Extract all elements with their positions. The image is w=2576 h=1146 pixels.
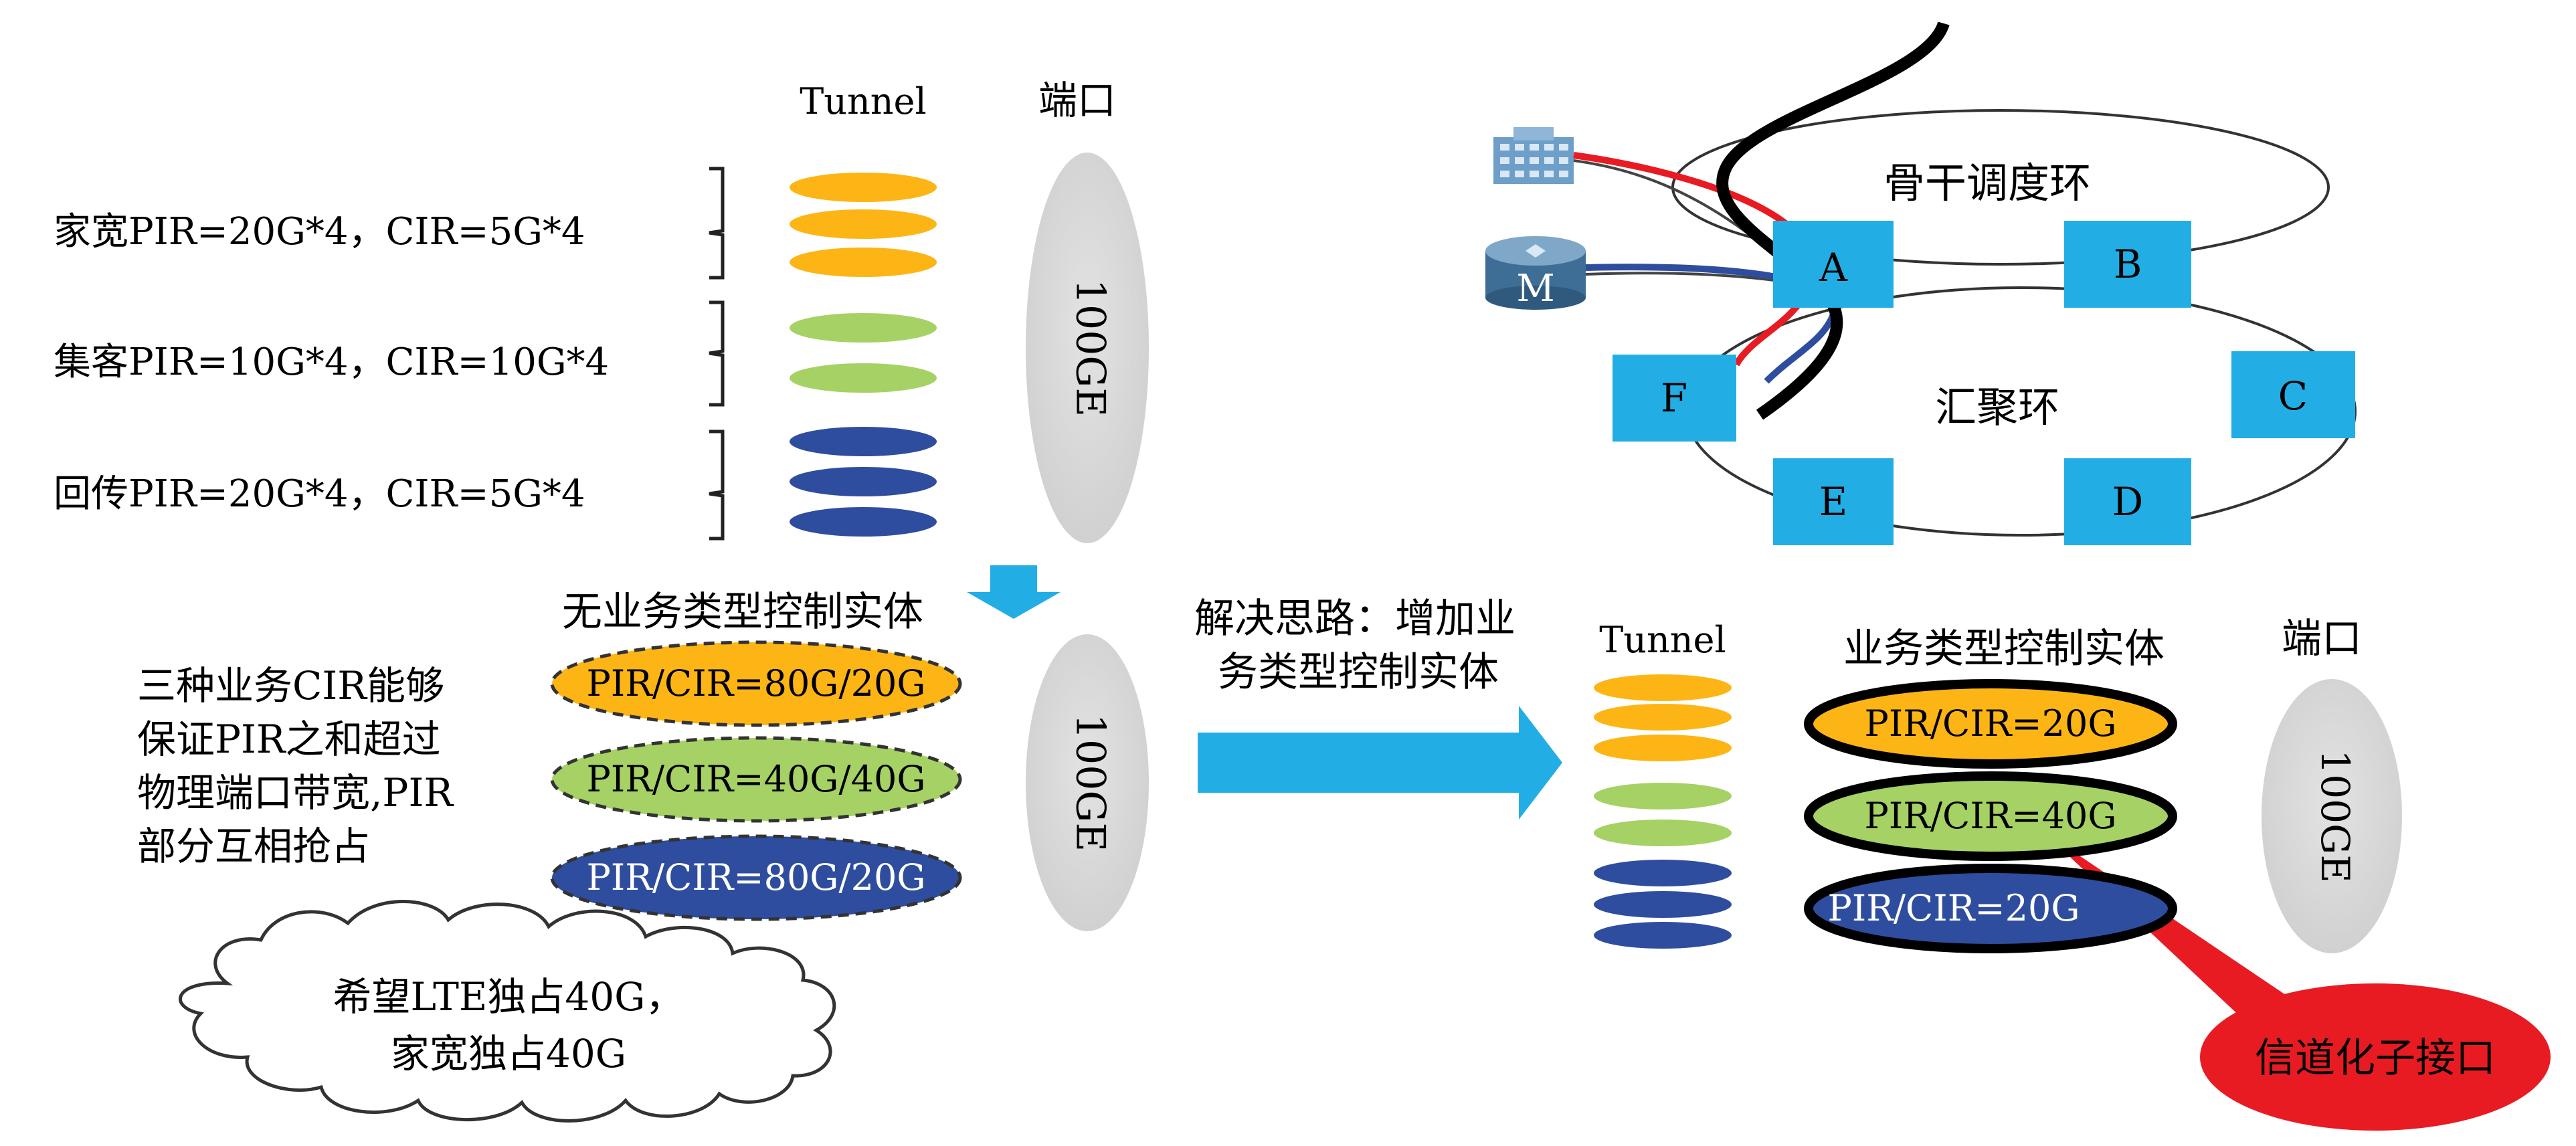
node-c-label: C	[2278, 373, 2308, 419]
node-f-label: F	[1661, 375, 1687, 421]
node-a-label: A	[1819, 245, 1848, 290]
tunnel-green-1	[790, 313, 937, 343]
right-tunnel-green-1	[1594, 783, 1732, 809]
node-c	[2231, 351, 2355, 438]
node-d	[2064, 458, 2191, 545]
port-100ge-right-label: 100GE	[2312, 749, 2358, 882]
node-d-label: D	[2112, 479, 2144, 524]
port-100ge-top	[1026, 153, 1149, 543]
left-port-header: 端口	[1038, 78, 1116, 123]
entity-green-solid-label: PIR/CIR=40G	[1865, 795, 2117, 837]
brace-home	[709, 167, 725, 280]
node-a	[1773, 221, 1894, 308]
tunnel-blue-2	[790, 467, 937, 496]
entity-orange-dashed-label: PIR/CIR=80G/20G	[587, 662, 926, 704]
solution-line-2: 务类型控制实体	[1218, 649, 1499, 696]
port-100ge-top-label: 100GE	[1067, 279, 1113, 417]
entity-blue-solid	[1804, 864, 2177, 953]
right-tunnel-blue-1	[1594, 860, 1732, 886]
node-b	[2064, 221, 2191, 308]
entity-orange-solid	[1804, 679, 2177, 769]
port-100ge-bottom-label: 100GE	[1067, 714, 1113, 852]
solution-line-1: 解决思路：增加业	[1194, 595, 1515, 642]
tunnel-blue-1	[790, 427, 937, 456]
tunnel-orange-3	[790, 248, 937, 277]
server-icon-letter: M	[1516, 267, 1554, 310]
problem-line-4: 部分互相抢占	[137, 824, 370, 869]
tunnel-orange-2	[790, 209, 937, 239]
left-tunnel-header: Tunnel	[800, 80, 927, 122]
right-entity-title: 业务类型控制实体	[1843, 626, 2165, 672]
problem-line-1: 三种业务CIR能够	[137, 663, 444, 708]
node-b-label: B	[2114, 242, 2142, 287]
brace-enterprise	[709, 300, 725, 407]
right-tunnel-orange-2	[1594, 704, 1732, 731]
entity-blue-solid-label: PIR/CIR=20G	[1828, 887, 2080, 929]
callout-label: 信道化子接口	[2255, 1035, 2496, 1082]
no-entity-title: 无业务类型控制实体	[562, 589, 923, 636]
entity-green-solid	[1804, 771, 2177, 861]
service-label-home: 家宽PIR=20G*4，CIR=5G*4	[54, 210, 585, 254]
right-tunnel-orange-1	[1594, 674, 1732, 701]
right-tunnel-green-2	[1594, 820, 1732, 846]
building-icon	[1493, 127, 1574, 184]
down-arrow	[967, 565, 1061, 619]
tunnel-blue-3	[790, 507, 937, 537]
entity-orange-solid-label: PIR/CIR=20G	[1865, 702, 2117, 745]
node-f	[1613, 355, 1736, 442]
service-label-enterprise: 集客PIR=10G*4，CIR=10G*4	[54, 341, 609, 384]
right-tunnel-blue-2	[1594, 891, 1732, 918]
tunnel-orange-1	[790, 173, 937, 202]
node-e	[1773, 458, 1894, 545]
node-e-label: E	[1819, 479, 1847, 524]
right-tunnel-orange-3	[1594, 735, 1732, 761]
entity-green-dashed	[550, 736, 962, 823]
black-backbone-path	[1716, 21, 1950, 420]
solution-arrow	[1198, 706, 1562, 820]
entity-blue-dashed	[550, 834, 962, 921]
entity-orange-dashed	[550, 640, 962, 727]
right-tunnel-stack	[1594, 674, 1732, 949]
callout-bubble	[2200, 983, 2551, 1131]
backbone-ring-label: 骨干调度环	[1883, 159, 2091, 207]
cloud-shape	[179, 900, 836, 1123]
right-tunnel-blue-3	[1594, 922, 1732, 949]
entity-green-dashed-label: PIR/CIR=40G/40G	[587, 758, 926, 800]
problem-line-3: 物理端口带宽,PIR	[137, 770, 454, 816]
cloud-line-1: 希望LTE独占40G，	[333, 974, 684, 1020]
aggregation-ring-label: 汇聚环	[1935, 383, 2059, 432]
tunnel-green-2	[790, 363, 937, 393]
right-port-header: 端口	[2282, 615, 2362, 662]
service-label-backhaul: 回传PIR=20G*4，CIR=5G*4	[54, 472, 585, 516]
problem-line-2: 保证PIR之和超过	[137, 717, 441, 762]
left-tunnel-stack	[790, 173, 937, 537]
right-tunnel-header: Tunnel	[1599, 619, 1726, 661]
port-100ge-right	[2262, 679, 2402, 953]
brace-backhaul	[709, 429, 725, 541]
server-icon	[1485, 236, 1586, 310]
entity-blue-dashed-label: PIR/CIR=80G/20G	[587, 856, 926, 898]
cloud-line-2: 家宽独占40G	[391, 1031, 626, 1076]
port-100ge-bottom	[1026, 634, 1149, 931]
